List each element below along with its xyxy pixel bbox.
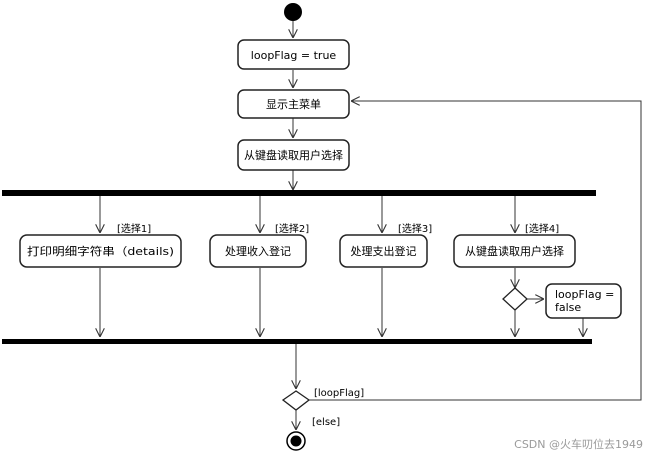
action-branch-expense: [339, 234, 428, 268]
label-branch-expense: 处理支出登记: [351, 244, 417, 258]
initial-node: [284, 3, 302, 21]
label-set-false-line1: loopFlag =: [555, 288, 614, 301]
action-branch-details: [19, 234, 182, 268]
action-branch-income: [209, 234, 307, 268]
label-set-false-line2: false: [555, 301, 581, 314]
label-branch-income: 处理收入登记: [225, 244, 291, 258]
fork-bar: [2, 190, 596, 196]
guard-choice2: [选择2]: [275, 222, 309, 235]
action-loop-init: [237, 39, 350, 70]
guard-choice4: [选择4]: [525, 222, 559, 235]
loop-decision-node: [281, 390, 311, 411]
action-branch-exit: [453, 234, 576, 268]
action-show-menu: [237, 89, 350, 119]
flow-loop-back: [309, 101, 642, 401]
guard-else: [else]: [312, 417, 340, 428]
label-show-menu: 显示主菜单: [266, 98, 321, 111]
label-read-choice: 从键盘读取用户选择: [244, 148, 343, 162]
watermark-text: CSDN @火车叨位去1949: [514, 437, 643, 451]
final-node-core: [290, 435, 302, 447]
guard-loop: [loopFlag]: [314, 388, 364, 399]
label-branch-exit: 从键盘读取用户选择: [465, 244, 564, 258]
join-bar: [2, 339, 592, 344]
label-loop-init: loopFlag = true: [251, 49, 337, 62]
action-set-loop-false: [545, 283, 622, 319]
guard-choice1: [选择1]: [117, 222, 151, 235]
exit-decision-node: [502, 287, 528, 311]
label-branch-details: 打印明细字符串（details): [27, 244, 174, 258]
guard-choice3: [选择3]: [398, 222, 432, 235]
action-read-choice: [237, 139, 350, 171]
